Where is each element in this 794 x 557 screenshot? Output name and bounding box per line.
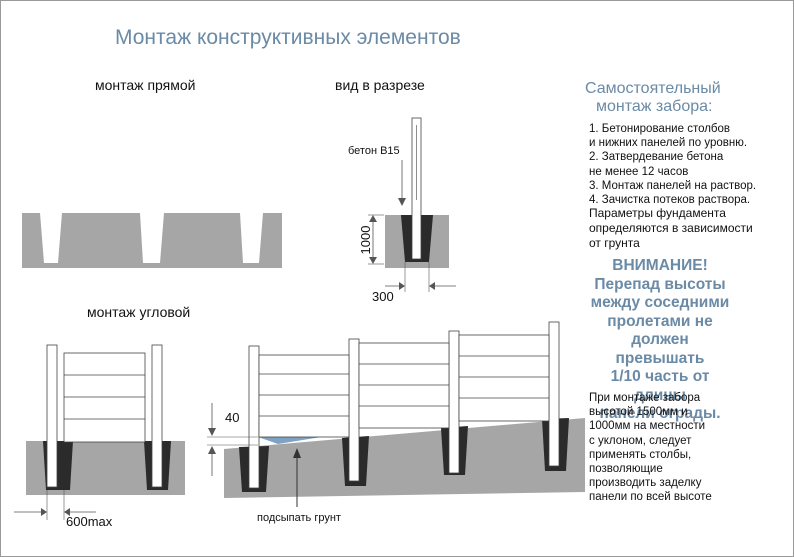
slope-note: При монтаже забора высотой 1500мм и 1000… xyxy=(589,391,739,505)
note-line: позволяющие xyxy=(589,463,663,476)
note-line: производить заделку xyxy=(589,477,702,490)
slope-panel-1 xyxy=(258,354,350,438)
label-concrete: бетон B15 xyxy=(348,145,400,157)
slope-ground xyxy=(224,418,585,498)
step-line: 2. Затвердевание бетона xyxy=(589,151,724,164)
warning-line: между соседними xyxy=(590,294,730,311)
slope-post-2 xyxy=(348,338,360,482)
page-title: Монтаж конструктивных элементов xyxy=(115,26,461,49)
warning-line: Перепад высоты xyxy=(594,275,726,293)
step-line: 1. Бетонирование столбов xyxy=(589,123,731,135)
warning-line: пролетами не xyxy=(607,312,713,330)
warning-block: ВНИМАНИЕ! Перепад высоты между соседними… xyxy=(585,257,735,424)
params-line: от грунта xyxy=(589,236,640,250)
dimension-depth: 1000 xyxy=(358,226,373,255)
step-line: и нижних панелей по уровню. xyxy=(589,137,748,150)
sidebar-heading-line2: монтаж забора: xyxy=(596,98,713,115)
warning-line: панели ограды. xyxy=(599,405,721,422)
slope-post-3 xyxy=(448,330,460,474)
warning-line: 1/10 часть от длины xyxy=(610,368,710,404)
step-line: 4. Зачистка потеков раствора. xyxy=(589,194,751,207)
label-straight-install: монтаж прямой xyxy=(95,77,196,93)
params-line: определяются в зависимости xyxy=(589,221,753,235)
sidebar-heading: Самостоятельный монтаж забора: xyxy=(585,80,745,116)
step-line: 3. Монтаж панелей на раствор. xyxy=(589,179,757,192)
note-line: панели по всей высоте xyxy=(589,491,712,504)
warning-line: должен превышать xyxy=(615,331,705,367)
sidebar-heading-line1: Самостоятельный xyxy=(585,80,721,97)
label-corner-install: монтаж угловой xyxy=(87,304,191,320)
slope-panel-3 xyxy=(458,334,550,422)
label-add-soil: подсыпать грунт xyxy=(257,512,341,524)
straight-ground xyxy=(22,213,282,268)
corner-panel xyxy=(63,352,146,443)
note-line: При монтаже забора xyxy=(589,392,701,404)
foundation-params: Параметры фундамента определяются в зави… xyxy=(589,206,789,251)
slope-post-1 xyxy=(248,345,260,489)
note-line: высотой 1500мм и xyxy=(589,406,688,419)
dimension-max-spacing: 600max xyxy=(66,514,113,529)
label-section-view: вид в разрезе xyxy=(335,77,425,93)
step-line: не менее 12 часов xyxy=(589,165,689,178)
dimension-gap: 40 xyxy=(225,410,240,425)
warning-line: ВНИМАНИЕ! xyxy=(612,257,708,274)
corner-post-left xyxy=(46,344,58,488)
note-line: с уклоном, следует xyxy=(589,434,692,447)
install-steps: 1. Бетонирование столбов и нижних панеле… xyxy=(589,122,789,207)
dimension-width: 300 xyxy=(372,289,394,304)
note-line: применять столбы, xyxy=(589,448,692,461)
params-line: Параметры фундамента xyxy=(589,206,726,220)
slope-panel-2 xyxy=(358,342,450,429)
note-line: 1000мм на местности xyxy=(589,420,706,433)
corner-post-right xyxy=(151,344,163,488)
slope-post-4 xyxy=(548,321,560,467)
